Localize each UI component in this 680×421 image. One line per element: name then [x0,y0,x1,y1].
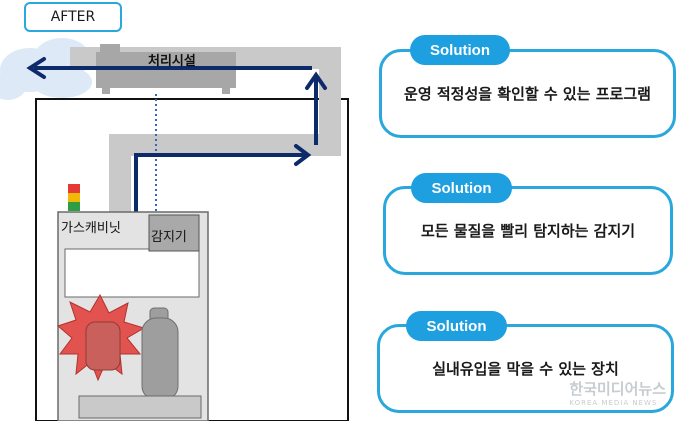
watermark-logo: 한국미디어뉴스 KOREA MEDIA NEWS [569,378,666,407]
solution-text-2: 모든 물질을 빨리 탐지하는 감지기 [420,222,636,240]
detector-box [148,214,200,252]
solution-box-1: 운영 적정성을 확인할 수 있는 프로그램 [379,49,676,138]
cabinet-label: 가스캐비닛 [61,221,121,236]
signal-light [68,184,80,211]
facility-label: 처리시설 [148,54,196,69]
solution-box-2: 모든 물질을 빨리 탐지하는 감지기 [383,186,673,275]
after-tag: AFTER [24,2,122,32]
cabinet-panel [64,248,200,298]
watermark-text: 한국미디어뉴스 [569,380,666,398]
cabinet-base [78,395,202,419]
solution-text-3: 실내유입을 막을 수 있는 장치 [432,360,619,378]
gas-cylinder [141,307,179,401]
detector-label: 감지기 [151,230,187,245]
building-outline [35,98,349,421]
solution-tag-1: Solution [410,35,510,65]
alarming-gas-cylinder [85,321,121,371]
solution-tag-2: Solution [411,173,512,203]
watermark-subtext: KOREA MEDIA NEWS [569,399,658,407]
solution-text-1: 운영 적정성을 확인할 수 있는 프로그램 [404,85,651,103]
solution-tag-3: Solution [406,311,507,341]
